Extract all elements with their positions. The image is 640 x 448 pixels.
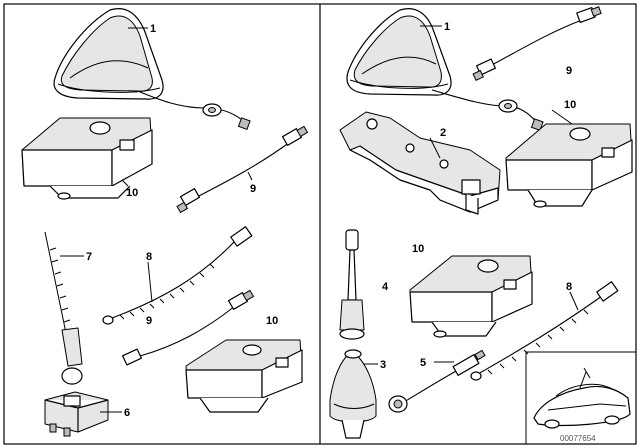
callout-left-sensor-cable: 8 <box>146 251 152 263</box>
control-module-right-upper <box>505 123 633 208</box>
mounting-bracket <box>339 111 501 215</box>
callout-stub-antenna: 4 <box>382 281 389 293</box>
callout-right-cable-top: 9 <box>566 65 572 77</box>
connector-a-right <box>472 58 496 81</box>
callout-left-module: 10 <box>126 187 138 199</box>
lead-plug-right <box>530 118 544 132</box>
antenna-base-6 <box>44 391 109 437</box>
shark-fin-antenna-left <box>53 8 164 100</box>
coax-cable-left-upper <box>194 141 291 199</box>
callout-base-socket: 3 <box>380 359 386 371</box>
connector-a-left <box>176 188 201 214</box>
callout-right-sensor-cable: 8 <box>566 281 572 293</box>
callout-right-antenna: 1 <box>444 21 450 33</box>
antenna-base-socket <box>329 349 377 439</box>
sensor-cable-right-tip <box>470 371 482 381</box>
sensor-cable-left-tip <box>102 315 114 325</box>
vehicle-thumbnail <box>525 351 636 444</box>
sensor-cable-left <box>111 239 237 319</box>
lead-plug-left <box>237 117 251 131</box>
antenna-lead-right <box>431 89 537 123</box>
stub-antenna <box>339 229 365 340</box>
shark-fin-antenna-right <box>346 8 452 96</box>
control-module-right-mid <box>409 255 533 338</box>
sensor-cable-right-plug <box>596 281 619 302</box>
coax-cable-left-lower <box>139 305 236 357</box>
grommet-left <box>202 103 222 117</box>
callout-right-module-mid: 10 <box>412 243 424 255</box>
callout-left-cable-lower: 9 <box>146 315 152 327</box>
control-module-left-lower <box>185 339 303 413</box>
grommet-right <box>498 99 518 113</box>
adapter-cable <box>388 349 486 413</box>
coax-cable-right-upper <box>489 19 583 67</box>
callout-left-cable: 9 <box>250 183 256 195</box>
callout-right-module-top: 10 <box>564 99 576 111</box>
callout-rod-antenna: 7 <box>86 251 92 263</box>
control-module-left-upper <box>21 117 153 200</box>
connector-c-left <box>122 348 142 366</box>
callout-left-module-lower: 10 <box>266 315 278 327</box>
callout-adapter: 5 <box>420 357 426 369</box>
callout-antenna-base: 6 <box>124 407 130 419</box>
sensor-cable-right <box>477 295 603 375</box>
image-code: 00077654 <box>560 434 596 443</box>
connector-d-left <box>227 289 255 310</box>
connector-b-left <box>281 125 309 146</box>
connector-b-right <box>576 6 602 24</box>
callout-bracket: 2 <box>440 127 446 139</box>
callout-left-antenna: 1 <box>150 23 156 35</box>
sensor-cable-left-plug <box>230 226 253 247</box>
rod-antenna <box>44 231 83 385</box>
